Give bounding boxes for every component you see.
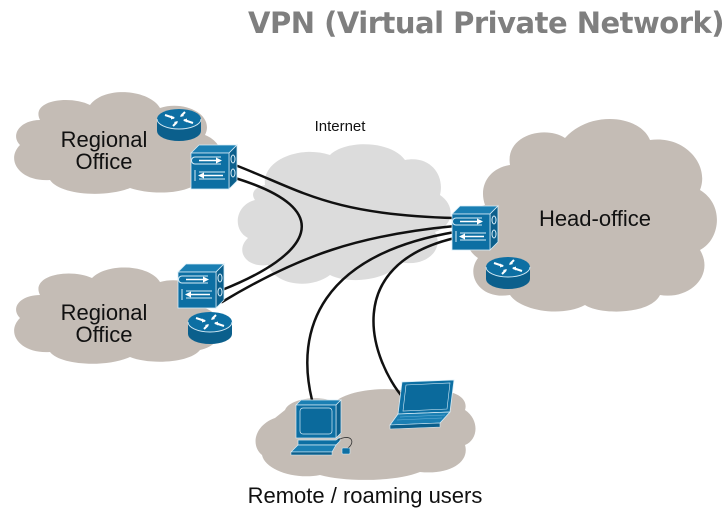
diagram-title: VPN (Virtual Private Network) [248, 6, 725, 40]
desktop-computer-icon [290, 399, 353, 456]
link-laptop-head [372, 236, 457, 402]
regional-office-1-label: Regional Office [60, 127, 148, 174]
link-desktop-head [306, 230, 457, 402]
firewall-icon [451, 205, 499, 251]
link-regional2-head-a [220, 224, 457, 304]
firewall-icon [177, 263, 225, 309]
internet-cloud [237, 144, 451, 284]
router-icon [485, 256, 531, 290]
internet-label: Internet [314, 118, 366, 135]
router-icon [187, 311, 233, 345]
link-regional1-head-b [220, 176, 303, 292]
regional-office-2-cloud [14, 267, 222, 364]
firewall-icon [190, 144, 238, 190]
regional-office-2-label: Regional Office [60, 300, 148, 347]
remote-users-label: Remote / roaming users [247, 483, 483, 508]
head-office-label: Head-office [538, 206, 652, 231]
laptop-icon [389, 379, 455, 430]
link-regional1-head-a [233, 163, 457, 220]
